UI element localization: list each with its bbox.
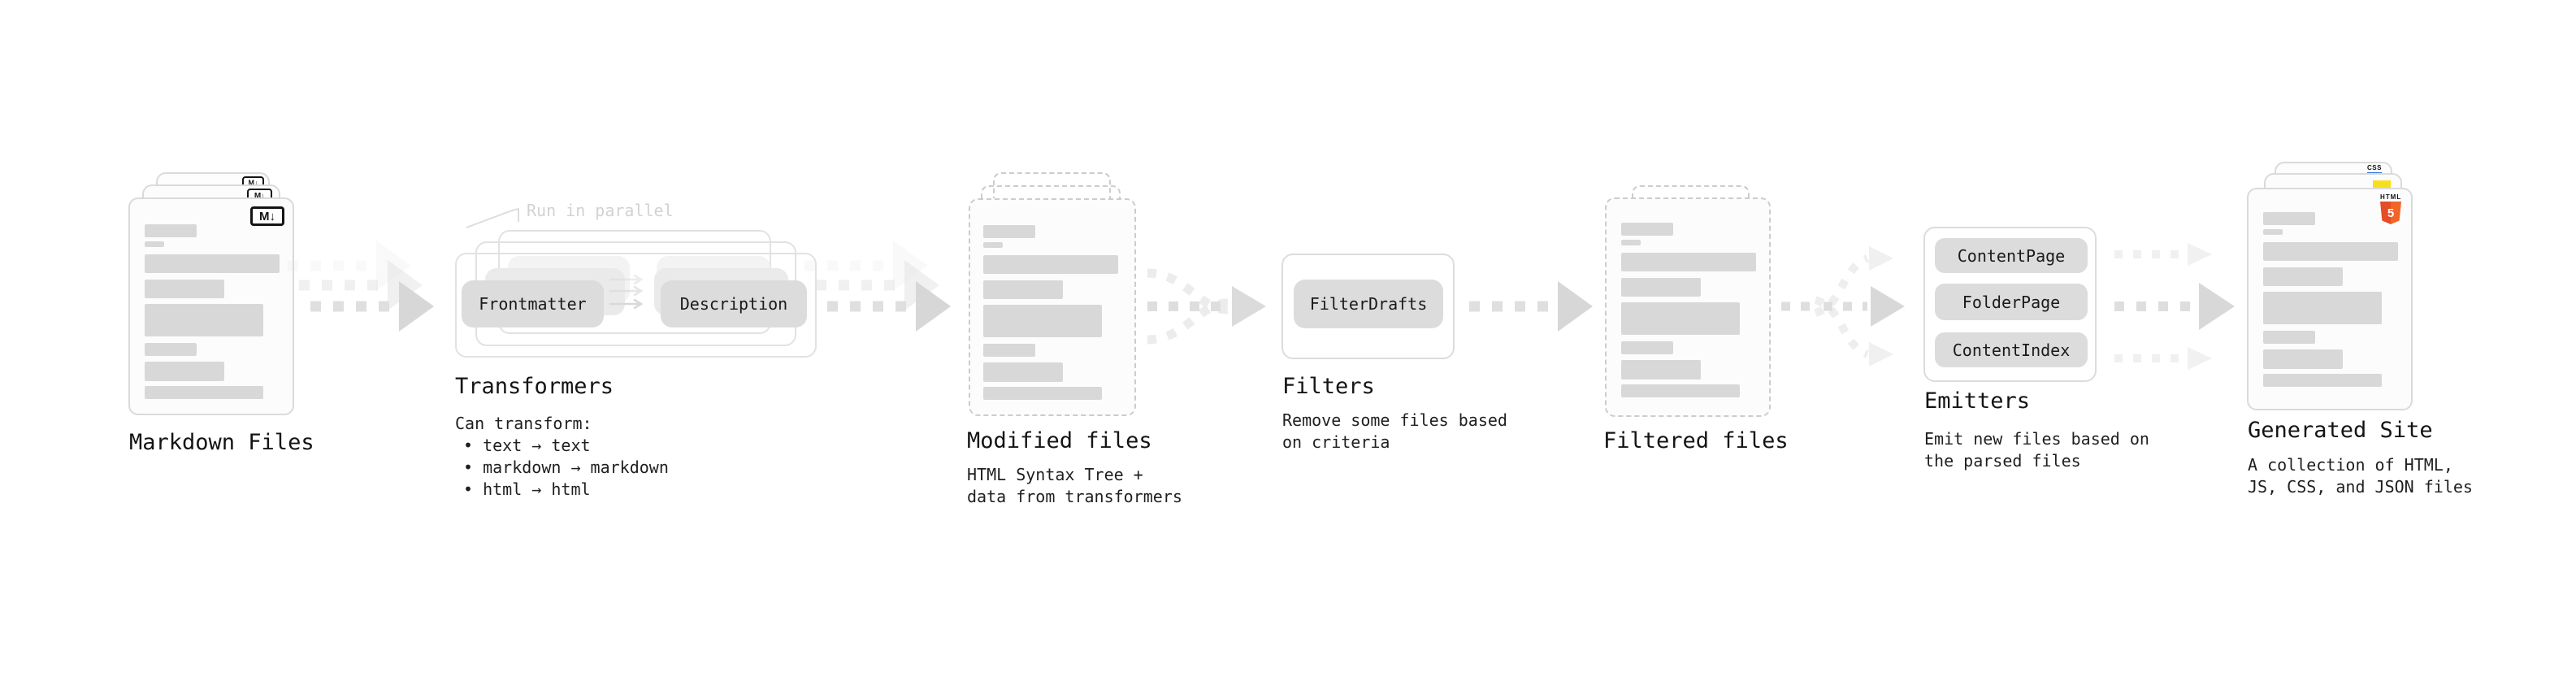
flow-arrow-merge — [1147, 268, 1266, 345]
flow-arrow-4 — [1469, 281, 1593, 332]
generated-site-heading: Generated Site — [2248, 418, 2433, 443]
filter-drafts-pill: FilterDrafts — [1294, 280, 1443, 328]
transform-arrows-icon — [609, 274, 644, 310]
flow-arrow-1 — [288, 241, 434, 332]
markdown-files-label: Markdown Files — [129, 430, 314, 455]
emitters-caption: Emit new files based on the parsed files — [1924, 429, 2149, 471]
flow-arrow-split — [1781, 246, 1905, 367]
frontmatter-pill: Frontmatter — [462, 280, 604, 327]
filters-heading: Filters — [1282, 374, 1375, 399]
transformers-bullet-list: text → text markdown → markdown html → h… — [463, 435, 669, 501]
file-card-front: M↓ — [128, 197, 294, 415]
flow-arrow-2 — [804, 241, 951, 332]
modified-files-caption: HTML Syntax Tree + data from transformer… — [967, 465, 1182, 506]
generated-site-caption: A collection of HTML, JS, CSS, and JSON … — [2248, 455, 2473, 497]
annotation-leader-line — [466, 208, 519, 228]
folder-page-pill: FolderPage — [1935, 284, 2088, 320]
emitters-heading: Emitters — [1924, 388, 2031, 414]
doc-placeholder-bars — [2263, 212, 2398, 387]
html5-icon: HTML 5 — [2380, 193, 2401, 224]
doc-placeholder-bars — [983, 225, 1118, 400]
content-index-pill: ContentIndex — [1935, 332, 2088, 367]
bullet-item: text → text — [463, 435, 669, 457]
transformer-box-front — [455, 253, 817, 358]
flow-arrows-parallel — [2114, 243, 2235, 370]
filtered-files-heading: Filtered files — [1603, 428, 1789, 453]
bullet-item: markdown → markdown — [463, 457, 669, 479]
js-icon — [2373, 180, 2391, 189]
content-page-pill: ContentPage — [1935, 238, 2088, 273]
transformers-heading: Transformers — [455, 374, 614, 399]
description-pill: Description — [661, 280, 807, 327]
file-card-front — [969, 198, 1136, 416]
file-card-front — [1605, 197, 1771, 417]
markdown-icon: M↓ — [250, 206, 284, 226]
run-in-parallel-label: Run in parallel — [527, 201, 674, 220]
modified-files-heading: Modified files — [967, 428, 1152, 453]
bullet-item: html → html — [463, 479, 669, 501]
filters-caption: Remove some files based on criteria — [1282, 410, 1507, 452]
doc-placeholder-bars — [145, 224, 280, 399]
file-card-front: HTML 5 — [2247, 188, 2413, 410]
transformers-caption: Can transform: — [455, 414, 592, 433]
doc-placeholder-bars — [1621, 223, 1756, 397]
